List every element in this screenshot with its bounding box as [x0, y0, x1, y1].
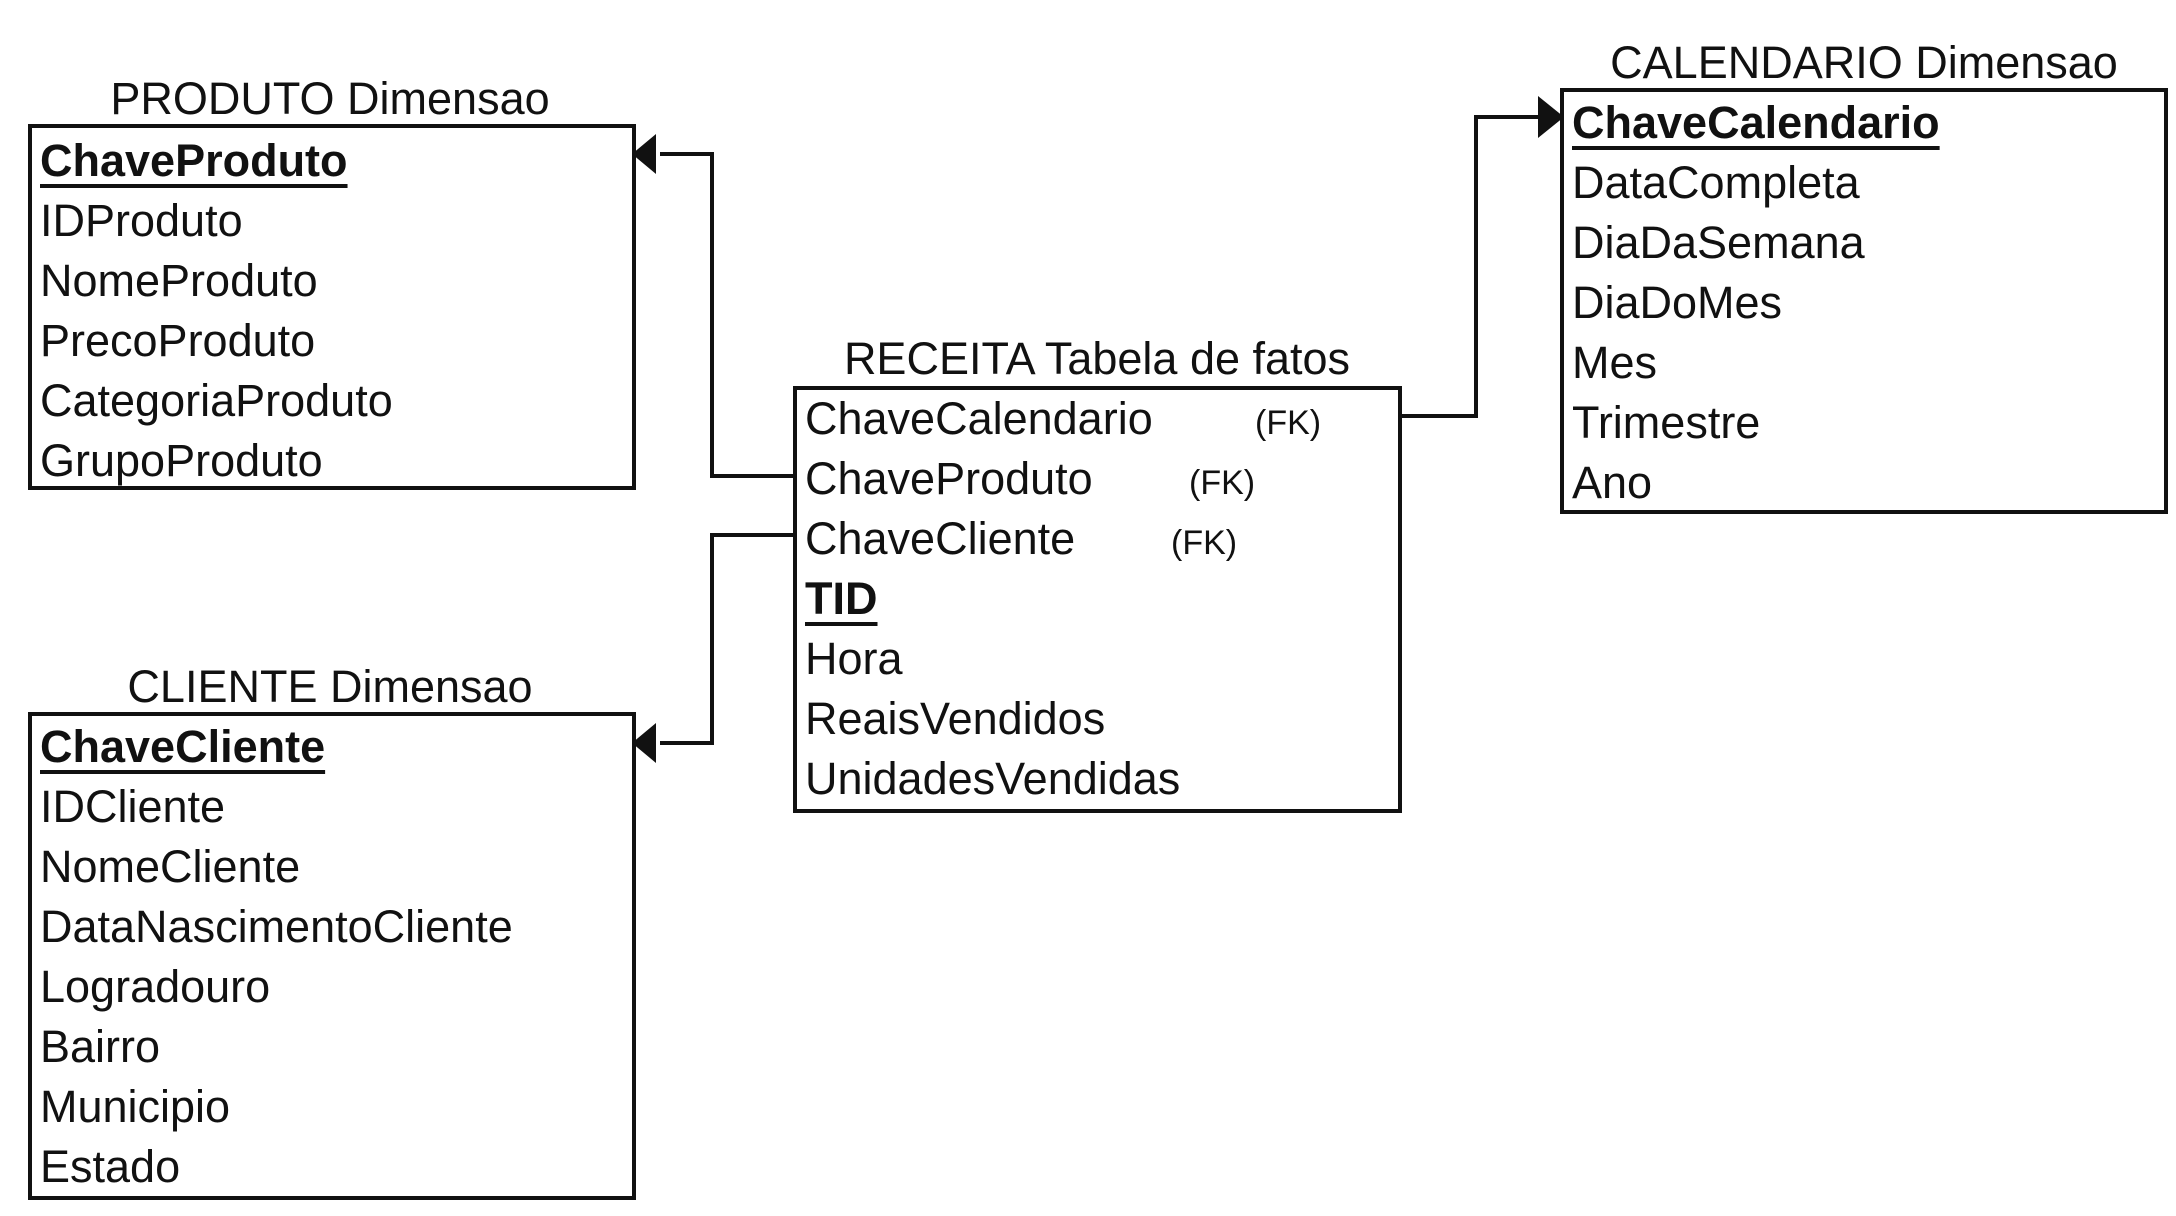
receita-field: ReaisVendidos: [805, 693, 1106, 744]
cliente-field: DataNascimentoCliente: [40, 901, 513, 952]
cliente-table: ChaveCliente IDCliente NomeCliente DataN…: [28, 712, 636, 1200]
arrowhead-icon: [632, 134, 656, 174]
cliente-field: Municipio: [40, 1081, 231, 1132]
connector-receita-cliente: [660, 533, 797, 745]
cliente-field: Bairro: [40, 1021, 161, 1072]
receita-field-fk-chave-calendario: ChaveCalendario: [805, 393, 1153, 444]
calendario-field: DiaDaSemana: [1572, 217, 1865, 268]
produto-field: CategoriaProduto: [40, 375, 393, 426]
fk-label: (FK): [1255, 404, 1322, 442]
calendario-field: Ano: [1572, 457, 1653, 508]
connector-receita-produto: [660, 152, 797, 478]
arrowhead-icon: [632, 723, 656, 763]
receita-field-fk-chave-produto: ChaveProduto: [805, 453, 1093, 504]
calendario-table-title: CALENDARIO Dimensao: [1610, 37, 2118, 88]
receita-field: UnidadesVendidas: [805, 753, 1181, 804]
receita-field-primary-key: TID: [805, 573, 878, 624]
produto-field-primary-key: ChaveProduto: [40, 135, 348, 186]
calendario-field: Trimestre: [1572, 397, 1761, 448]
produto-field: GrupoProduto: [40, 435, 323, 486]
receita-table-title: RECEITA Tabela de fatos: [843, 333, 1351, 384]
cliente-field-primary-key: ChaveCliente: [40, 721, 326, 772]
cliente-field: IDCliente: [40, 781, 226, 832]
calendario-field: DiaDoMes: [1572, 277, 1783, 328]
connector-receita-calendario: [1398, 115, 1540, 418]
produto-field: NomeProduto: [40, 255, 318, 306]
arrowhead-icon: [1538, 96, 1564, 138]
cliente-field: Estado: [40, 1141, 181, 1192]
receita-field: Hora: [805, 633, 903, 684]
produto-field: IDProduto: [40, 195, 243, 246]
cliente-field: NomeCliente: [40, 841, 301, 892]
produto-table-title: PRODUTO Dimensao: [110, 73, 550, 124]
receita-table: ChaveCalendario (FK) ChaveProduto (FK) C…: [793, 386, 1402, 813]
fk-label: (FK): [1189, 464, 1256, 502]
receita-field-fk-chave-cliente: ChaveCliente: [805, 513, 1076, 564]
calendario-table: ChaveCalendario DataCompleta DiaDaSemana…: [1560, 88, 2168, 514]
cliente-field: Logradouro: [40, 961, 271, 1012]
produto-table: ChaveProduto IDProduto NomeProduto Preco…: [28, 124, 636, 490]
calendario-field-primary-key: ChaveCalendario: [1572, 97, 1940, 148]
cliente-table-title: CLIENTE Dimensao: [127, 661, 533, 712]
produto-field: PrecoProduto: [40, 315, 316, 366]
fk-label: (FK): [1171, 524, 1238, 562]
calendario-field: DataCompleta: [1572, 157, 1860, 208]
calendario-field: Mes: [1572, 337, 1658, 388]
